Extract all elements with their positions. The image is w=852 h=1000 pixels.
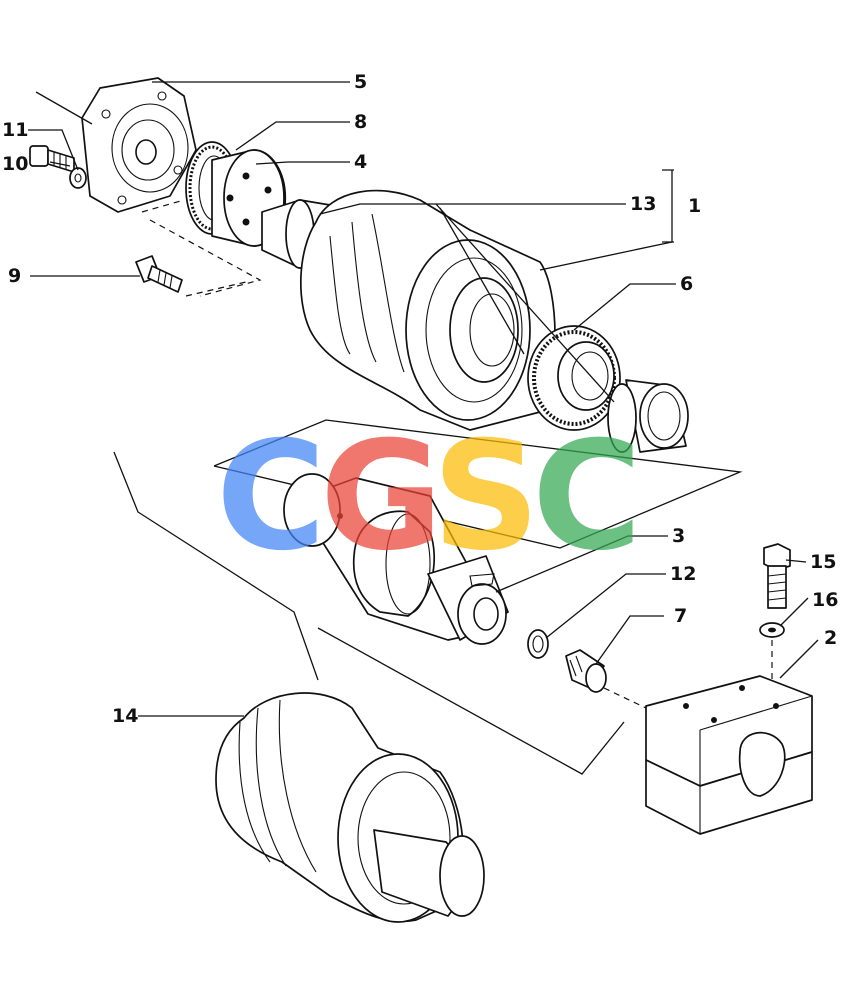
- plug-7: [565, 649, 607, 693]
- callout-11: 11: [2, 119, 28, 141]
- callout-6: 6: [680, 273, 693, 295]
- watermark-letter: C: [216, 410, 326, 584]
- callout-4: 4: [354, 151, 367, 173]
- callout-13: 13: [630, 193, 656, 215]
- clamp-block: [645, 675, 813, 835]
- shaft: [283, 473, 509, 645]
- o-ring-12: [527, 629, 549, 659]
- callout-labels: 5 8 4 11 10 13 1 9 6 3 12 7 15 16 2 14: [2, 71, 838, 727]
- callout-3: 3: [672, 525, 685, 547]
- callout-12: 12: [670, 563, 696, 585]
- callout-8: 8: [354, 111, 367, 133]
- washer-11: [69, 167, 87, 189]
- callout-14: 14: [112, 705, 138, 727]
- watermark-letter: S: [432, 410, 540, 584]
- assembly-line-lower: [603, 687, 647, 709]
- bolt-15: [763, 543, 791, 609]
- watermark-letter: G: [320, 410, 443, 584]
- end-cover-flange: [81, 77, 197, 213]
- assembly-frame-lower: [113, 451, 625, 775]
- callout-1: 1: [688, 195, 701, 217]
- bolt-9: [135, 255, 183, 293]
- assembly-line-upper: [141, 199, 262, 297]
- callout-5: 5: [354, 71, 367, 93]
- assembly-frame-mid: [213, 419, 743, 549]
- bushing-sleeve: [607, 379, 689, 453]
- roller-assembly: [215, 692, 485, 923]
- bolt-10: [29, 145, 75, 173]
- callout-10: 10: [2, 153, 28, 175]
- track-roller-body: [299, 189, 556, 431]
- callout-9: 9: [8, 265, 21, 287]
- callout-2: 2: [824, 627, 837, 649]
- leader-lines: [28, 81, 819, 717]
- washer-16: [759, 622, 785, 638]
- bearing: [527, 325, 621, 431]
- watermark-letter: C: [532, 410, 642, 584]
- callout-7: 7: [674, 605, 687, 627]
- callout-15: 15: [810, 551, 836, 573]
- callout-16: 16: [812, 589, 838, 611]
